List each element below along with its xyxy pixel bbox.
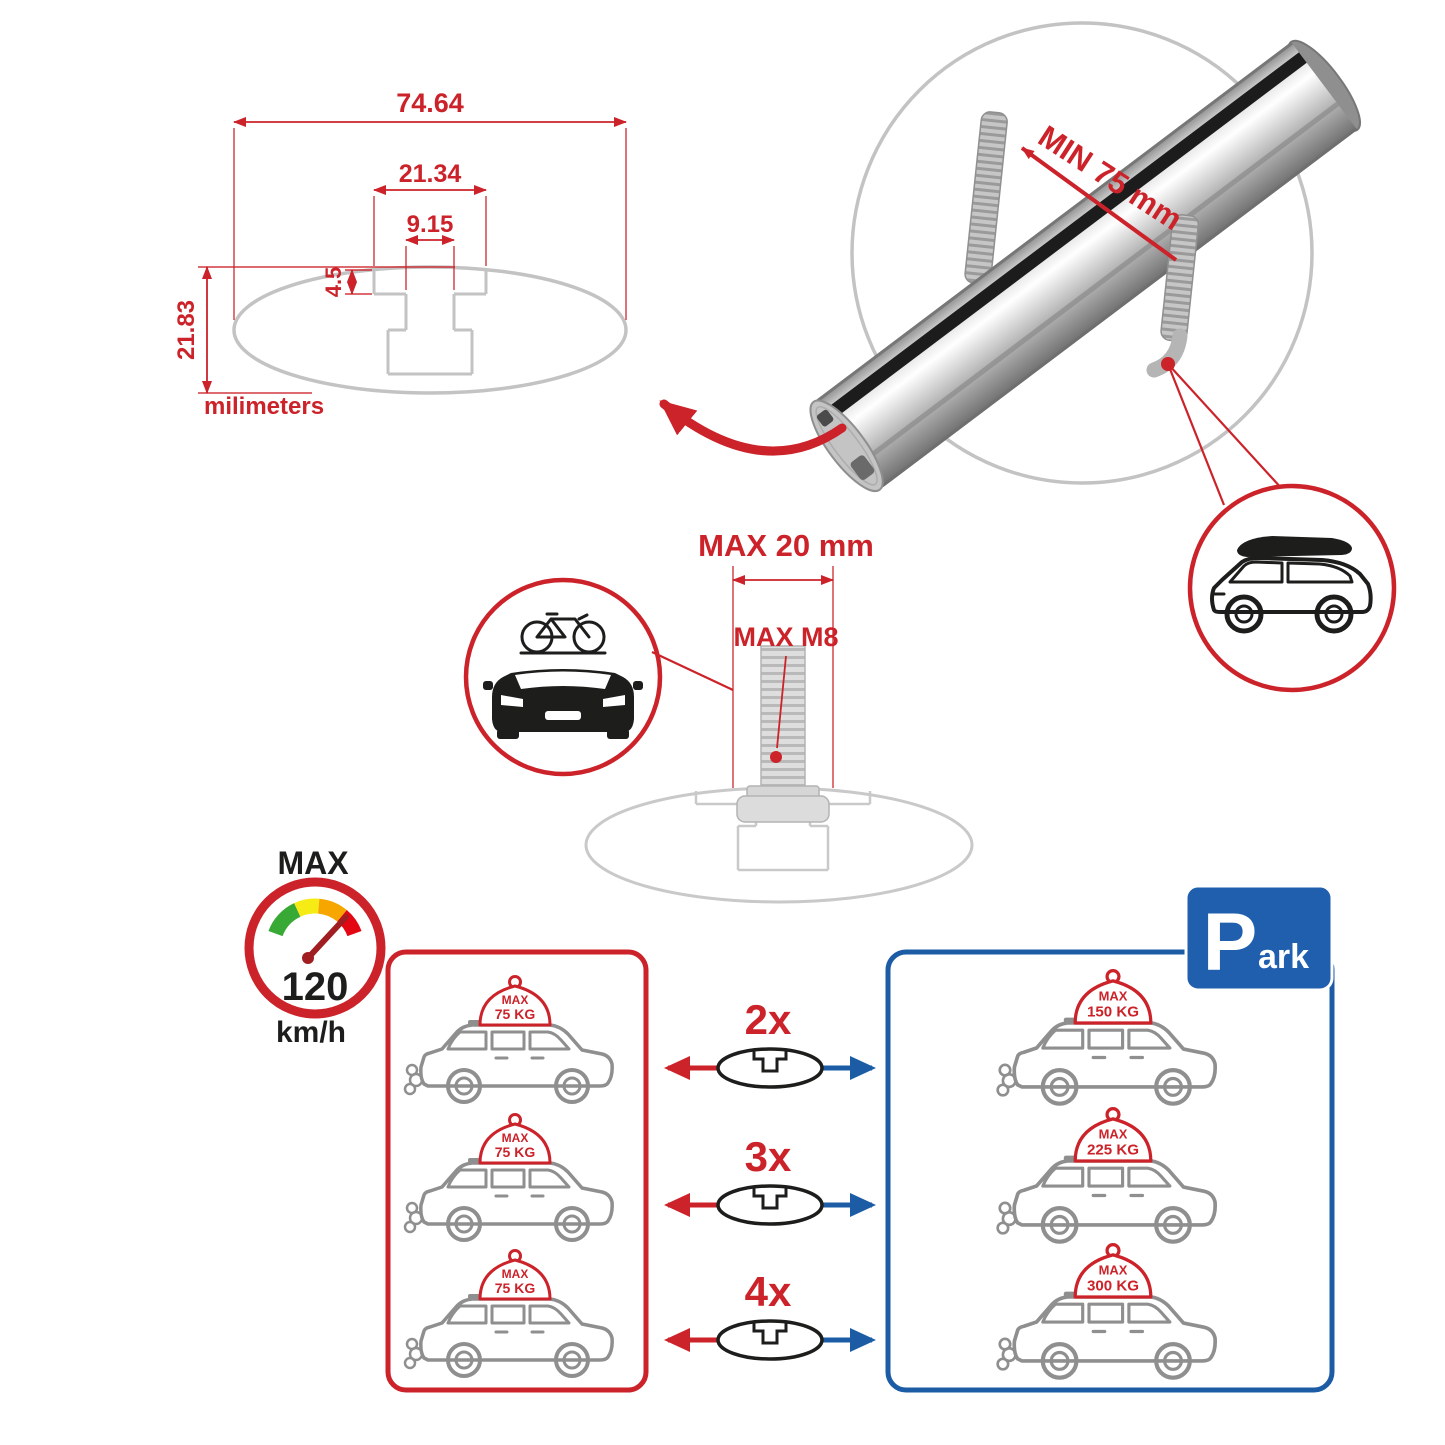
suv-window-front — [1286, 561, 1354, 584]
crossbar-profile-icon — [716, 1184, 824, 1226]
load-value: 75 KG — [495, 1006, 536, 1022]
min-clamp-arrow — [1020, 146, 1178, 262]
multiplier-label: 2x — [745, 996, 792, 1043]
gauge-arc-green — [268, 903, 301, 937]
gauge-pivot — [302, 952, 314, 964]
gauge-arc-orange — [317, 898, 347, 922]
multiplier-label: 3x — [745, 1133, 792, 1180]
speed-limit-gauge: MAX 120 km/h — [244, 845, 386, 1049]
load-max-label: MAX — [1099, 1262, 1128, 1277]
load-value: 75 KG — [495, 1280, 536, 1296]
blue-panel-car-1: MAX 150 KG — [998, 968, 1216, 1104]
callout-line-2 — [1167, 363, 1284, 491]
badge-circle — [1187, 483, 1397, 693]
grille — [545, 711, 581, 720]
profile-channel-outline — [372, 270, 488, 376]
clamp-rod-rear — [964, 111, 1008, 285]
blue-panel-car-3: MAX 300 KG — [998, 1242, 1216, 1378]
load-max-label: MAX — [1099, 988, 1128, 1003]
bike-car-badge — [463, 577, 663, 777]
bolt-shaft — [760, 645, 806, 789]
multiplier-rows: 2x 3x 4x — [664, 996, 876, 1361]
section-pointer-arrow — [659, 399, 847, 456]
crossbar-profile-icon — [716, 1319, 824, 1361]
crossbar-photo-detail: MIN 75 mm — [809, 21, 1361, 506]
speed-unit: km/h — [276, 1016, 346, 1049]
red-panel-car-1: MAX 75 KG — [403, 975, 615, 1104]
max-thread-label: MAX M8 — [733, 622, 838, 652]
windshield — [515, 671, 611, 689]
thread-dot — [770, 751, 782, 763]
roofbox-car-badge — [1187, 483, 1397, 693]
blue-panel-car-2: MAX 225 KG — [998, 1106, 1216, 1242]
blue-capacity-panel: MAX 150 KG MAX 225 KG MAX 300 KG — [885, 949, 1335, 1393]
step-depth-label: 4.5 — [321, 267, 346, 298]
suv-wheel — [1314, 594, 1354, 634]
total-width-label: 74.64 — [396, 88, 464, 118]
load-max-label: MAX — [502, 1131, 529, 1145]
suv-window-rear — [1228, 560, 1284, 584]
suv-body — [1210, 556, 1373, 614]
channel-width-label: 21.34 — [399, 160, 462, 188]
red-panel-car-2: MAX 75 KG — [403, 1113, 615, 1242]
gauge-arc-yellow — [294, 898, 320, 917]
load-value: 150 KG — [1087, 1004, 1139, 1021]
roof-load-badge: MAX 150 KG — [1073, 968, 1153, 1025]
suv-wheel — [1224, 594, 1264, 634]
badge-leader-line — [651, 651, 734, 691]
red-capacity-panel: MAX 75 KG MAX 75 KG MAX 75 KG — [385, 949, 649, 1393]
total-height-label: 21.83 — [173, 300, 200, 360]
load-max-label: MAX — [1099, 1126, 1128, 1141]
roof-load-badge: MAX 75 KG — [478, 975, 552, 1027]
clamp-rod-hook — [1146, 328, 1188, 378]
blue-panel-border — [885, 949, 1335, 1393]
multiplier-label: 4x — [745, 1268, 792, 1315]
roof-load-badge: MAX 75 KG — [478, 1113, 552, 1165]
multiplier-row-2x: 2x — [664, 996, 876, 1089]
max-width-label: MAX 20 mm — [698, 528, 874, 563]
headlight-right — [603, 695, 625, 707]
multiplier-row-4x: 4x — [664, 1268, 876, 1361]
rubber-strip — [819, 52, 1307, 424]
headlight-left — [501, 695, 523, 707]
roof-box — [1237, 536, 1352, 557]
gauge-needle — [305, 914, 349, 961]
load-value: 225 KG — [1087, 1142, 1139, 1159]
speed-max-title: MAX — [277, 845, 349, 881]
car-front — [483, 669, 643, 739]
unit-label: milimeters — [204, 393, 324, 420]
speed-value: 120 — [282, 965, 349, 1009]
load-max-label: MAX — [502, 1267, 529, 1281]
crossbar-profile-icon — [716, 1047, 824, 1089]
park-sign: P ark — [1184, 884, 1334, 992]
aluminum-crossbar — [809, 39, 1361, 493]
park-rest: ark — [1258, 938, 1309, 976]
load-value: 300 KG — [1087, 1278, 1139, 1295]
detail-circle — [850, 21, 1314, 485]
red-panel-car-3: MAX 75 KG — [403, 1249, 615, 1378]
bicycle — [519, 612, 607, 655]
bolt-spec-diagram: MAX 20 mm MAX M8 — [584, 528, 974, 904]
park-sign-board — [1184, 884, 1334, 992]
load-value: 75 KG — [495, 1144, 536, 1160]
callout-line-1 — [1166, 363, 1226, 506]
t-bolt — [736, 645, 830, 823]
bolt-t-head — [736, 795, 830, 823]
bar-end-cap — [809, 399, 884, 493]
slot-width-label: 9.15 — [407, 211, 454, 238]
crossbar-dimension-diagram: 74.64 21.34 9.15 4.5 21.83 milimeters — [173, 88, 628, 420]
multiplier-row-3x: 3x — [664, 1133, 876, 1226]
roof-load-badge: MAX 75 KG — [478, 1249, 552, 1301]
roof-load-badge: MAX 225 KG — [1073, 1106, 1153, 1163]
load-max-label: MAX — [502, 993, 529, 1007]
roof-load-badge: MAX 300 KG — [1073, 1242, 1153, 1299]
thread-leader-line — [776, 655, 787, 749]
park-letter: P — [1203, 897, 1258, 988]
